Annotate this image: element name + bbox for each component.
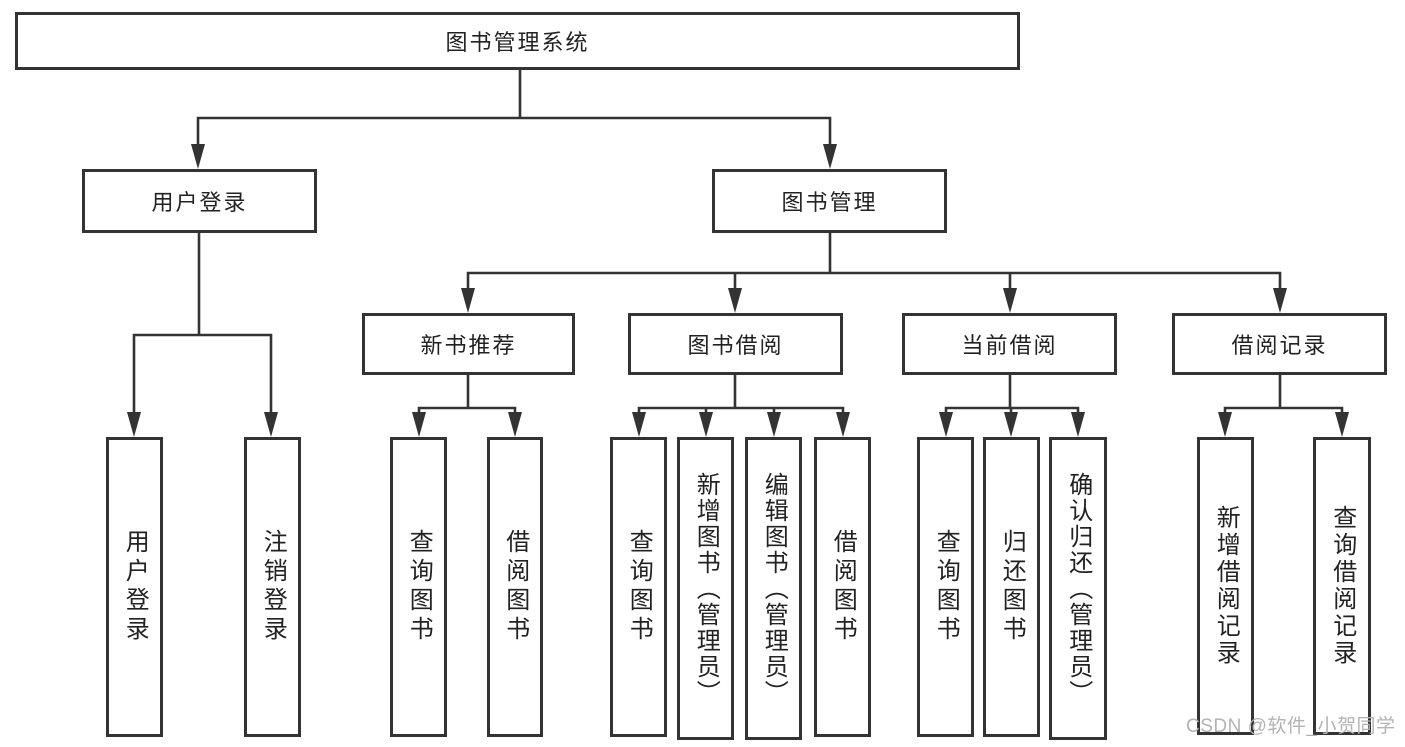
leaf-logout: 注销登录 [244, 437, 301, 737]
leaf-borrow-books-2-label: 借阅图书 [829, 529, 857, 645]
node-current-borrow: 当前借阅 [902, 313, 1117, 375]
leaf-user-login: 用户登录 [106, 437, 163, 737]
leaf-edit-book-admin: 编辑图书（管理员） [745, 437, 802, 740]
leaf-query-books-3: 查询图书 [917, 437, 974, 737]
node-book-borrow-label: 图书借阅 [687, 333, 784, 358]
leaf-query-books-2: 查询图书 [610, 437, 667, 737]
leaf-borrow-books-1: 借阅图书 [487, 437, 543, 737]
leaf-add-borrow-record: 新增借阅记录 [1197, 437, 1254, 735]
leaf-add-book-admin-label: 新增图书（管理员） [692, 471, 720, 706]
leaf-query-borrow-record: 查询借阅记录 [1313, 437, 1371, 735]
node-book-management: 图书管理 [712, 169, 947, 233]
node-new-book-recommend-label: 新书推荐 [420, 333, 517, 358]
node-user-login-label: 用户登录 [151, 190, 248, 215]
leaf-add-borrow-record-label: 新增借阅记录 [1212, 505, 1240, 667]
leaf-query-books-2-label: 查询图书 [625, 529, 653, 645]
leaf-borrow-books-2: 借阅图书 [814, 437, 871, 737]
node-borrow-records-label: 借阅记录 [1231, 333, 1328, 358]
leaf-query-books-3-label: 查询图书 [932, 529, 960, 645]
node-current-borrow-label: 当前借阅 [961, 333, 1058, 358]
leaf-query-books-1-label: 查询图书 [405, 529, 433, 645]
leaf-edit-book-admin-label: 编辑图书（管理员） [760, 471, 788, 706]
node-book-management-label: 图书管理 [781, 190, 878, 215]
leaf-confirm-return-admin: 确认归还（管理员） [1049, 437, 1107, 740]
node-user-login: 用户登录 [82, 169, 317, 233]
leaf-query-borrow-record-label: 查询借阅记录 [1328, 505, 1356, 667]
leaf-return-book: 归还图书 [983, 437, 1040, 737]
leaf-return-book-label: 归还图书 [998, 529, 1026, 645]
leaf-user-login-label: 用户登录 [121, 529, 149, 645]
watermark: CSDN @软件_小贺同学 [1186, 716, 1396, 737]
leaf-add-book-admin: 新增图书（管理员） [677, 437, 734, 740]
leaf-query-books-1: 查询图书 [390, 437, 447, 737]
leaf-borrow-books-1-label: 借阅图书 [501, 529, 529, 645]
leaf-logout-label: 注销登录 [259, 529, 287, 645]
node-borrow-records: 借阅记录 [1172, 313, 1387, 375]
node-book-borrow: 图书借阅 [628, 313, 843, 375]
node-root-label: 图书管理系统 [445, 30, 590, 55]
node-new-book-recommend: 新书推荐 [362, 313, 575, 375]
leaf-confirm-return-admin-label: 确认归还（管理员） [1064, 471, 1092, 706]
node-root: 图书管理系统 [15, 12, 1020, 70]
